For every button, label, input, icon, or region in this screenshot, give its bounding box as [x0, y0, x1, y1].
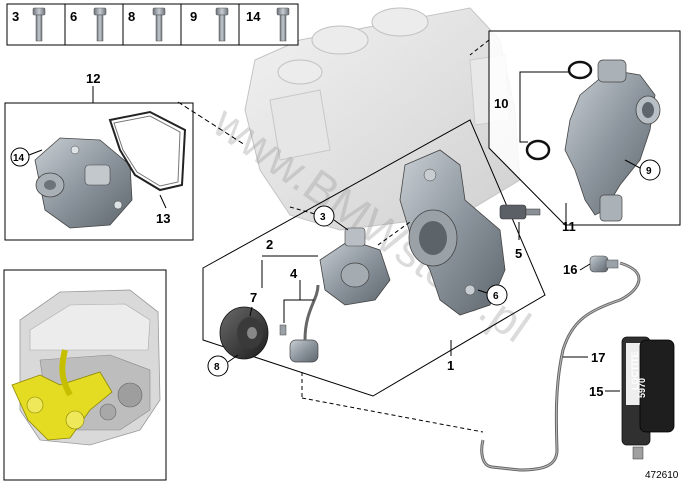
bolt-strip: 3 6 8 9: [6, 3, 299, 46]
bolt-item-8[interactable]: 8: [128, 7, 166, 42]
bolt-label: 6: [70, 9, 77, 24]
coolant-pump-part[interactable]: [319, 227, 391, 306]
vacuum-pump-part[interactable]: [34, 137, 133, 229]
callout-9[interactable]: 9: [646, 166, 652, 177]
highlight-area: [11, 349, 113, 441]
sealant-number: 5970: [637, 378, 647, 398]
bolt-icon: [215, 7, 229, 42]
bolt-item-3[interactable]: 3: [12, 7, 46, 42]
bolt-item-6[interactable]: 6: [70, 7, 107, 42]
bolt-label: 3: [12, 9, 19, 24]
callout-6[interactable]: 6: [493, 291, 499, 302]
callout-10[interactable]: 10: [494, 96, 508, 111]
callout-17[interactable]: 17: [591, 350, 605, 365]
callout-4[interactable]: 4: [290, 266, 298, 281]
bolt-item-14[interactable]: 14: [246, 7, 290, 42]
callout-1[interactable]: 1: [447, 358, 454, 373]
bolt-icon: [32, 7, 46, 42]
engine-overview-image: [11, 289, 161, 446]
sealant-brand: LOCTITE: [630, 352, 640, 391]
pump-gasket-part[interactable]: [108, 110, 187, 192]
vacuum-hose-assembly: 16 17: [301, 255, 641, 472]
bolt-label: 9: [190, 9, 197, 24]
sealant-tube-part[interactable]: LOCTITE 5970: [621, 336, 675, 460]
o-ring-upper[interactable]: [567, 60, 593, 80]
temperature-sensor-part[interactable]: [499, 204, 541, 220]
thermostat-housing-box: 10 9 11: [469, 30, 681, 234]
water-pump-housing-part[interactable]: [399, 149, 506, 316]
engine-overview-box: [3, 269, 167, 481]
bolt-label: 14: [246, 9, 261, 24]
callout-13[interactable]: 13: [156, 211, 170, 226]
bolt-icon: [276, 7, 290, 42]
hose-connector-part[interactable]: [589, 255, 619, 273]
callout-3[interactable]: 3: [320, 212, 326, 223]
main-assembly-box: 2 4 7 8 3 6 5 1: [202, 119, 546, 397]
callout-15[interactable]: 15: [589, 384, 603, 399]
callout-2[interactable]: 2: [266, 237, 273, 252]
bolt-icon: [93, 7, 107, 42]
bolt-item-9[interactable]: 9: [190, 7, 229, 42]
vacuum-pump-box: 12 14 13: [4, 71, 246, 241]
vacuum-valve-part[interactable]: [279, 284, 320, 363]
o-ring-lower[interactable]: [525, 139, 551, 161]
bolt-icon: [152, 7, 166, 42]
callout-8[interactable]: 8: [214, 362, 220, 373]
callout-16[interactable]: 16: [563, 262, 577, 277]
pulley-part[interactable]: [219, 306, 269, 360]
vacuum-hose-part[interactable]: [480, 261, 641, 472]
callout-12[interactable]: 12: [86, 71, 100, 86]
callout-7[interactable]: 7: [250, 290, 257, 305]
callout-5[interactable]: 5: [515, 246, 522, 261]
callout-11[interactable]: 11: [562, 219, 576, 234]
diagram-reference-number: 472610: [645, 470, 679, 481]
callout-14[interactable]: 14: [13, 153, 25, 164]
bolt-label: 8: [128, 9, 135, 24]
thermostat-housing-part[interactable]: [564, 59, 661, 222]
